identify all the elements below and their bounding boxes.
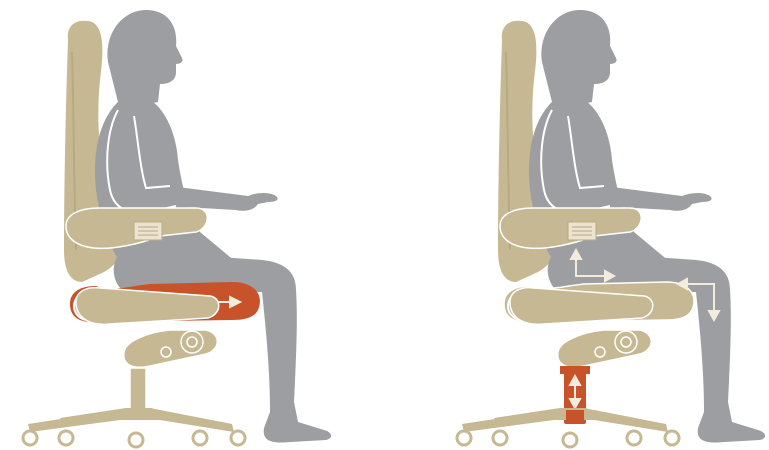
seat-mechanism — [124, 330, 218, 367]
chair-base — [28, 408, 234, 432]
panel-seat-height — [457, 10, 765, 447]
seat-mechanism — [558, 330, 652, 367]
gas-cylinder — [130, 368, 146, 410]
chair-casters — [457, 431, 679, 447]
armrest-adjust-pad-icon — [134, 222, 162, 240]
chair-base — [462, 408, 668, 432]
chair-casters — [23, 431, 245, 447]
armrest-adjust-pad-icon — [568, 222, 596, 240]
panel-seat-depth — [23, 10, 331, 447]
